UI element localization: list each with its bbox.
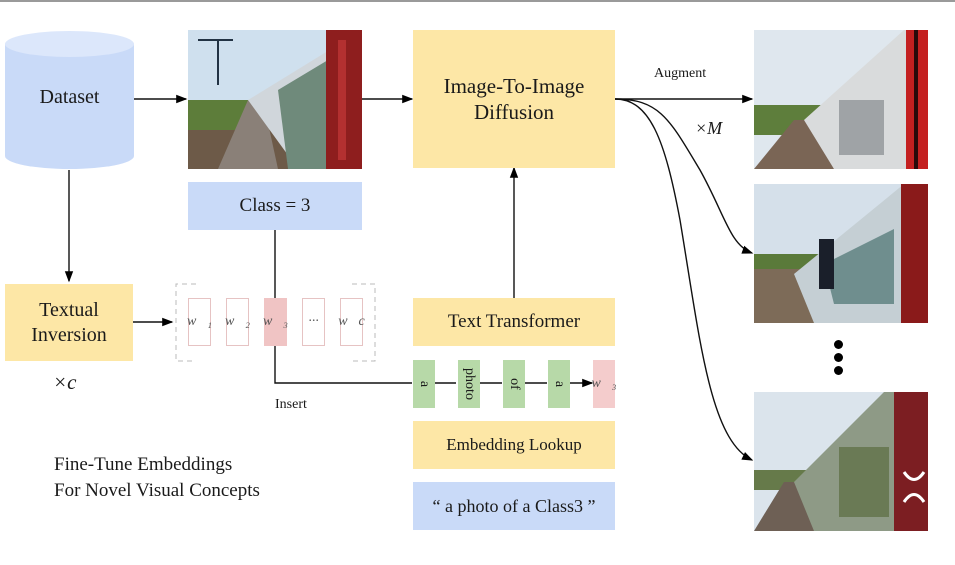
database-icon [5,31,134,170]
insert-label: Insert [275,397,307,412]
text-transformer-label: Text Transformer [447,311,581,333]
embedding-ellipsis: ··· [302,298,325,346]
augmented-image-1 [754,30,928,169]
input-train-image [188,30,362,169]
embedding-w2: w⃗₂ [224,298,251,346]
ellipsis-dot [834,366,843,375]
augment-label: Augment [654,66,707,81]
embedding-w3: w⃗₃ [262,298,289,346]
textual-inversion-box: Textual Inversion [5,284,133,361]
diffusion-box: Image-To-Image Diffusion [413,30,615,168]
dataset-label: Dataset [39,86,100,108]
train-photo [754,184,928,323]
ellipsis-dot [834,340,843,349]
embedding-lookup-box: Embedding Lookup [413,421,615,469]
embedding-lookup-label: Embedding Lookup [446,435,582,455]
augmented-image-2 [754,184,928,323]
line-w3-insert [274,346,412,384]
embedding-wc-label: w⃗c [338,314,365,329]
augment-multiplier: ×M [695,118,723,138]
embedding-wc: w⃗c [338,298,365,346]
embedding-w1: w⃗₁ [186,298,213,346]
augmented-image-m [754,392,928,531]
embedding-w1-label: w⃗₁ [186,314,213,329]
token-of-label: of [506,378,522,390]
text-transformer-box: Text Transformer [413,298,615,346]
token-photo: photo [458,360,480,408]
embedding-w3-label: w⃗₃ [262,314,289,329]
token-w3: w⃗₃ [591,360,617,408]
token-a-2: a [548,360,570,408]
train-photo [754,30,928,169]
textual-inversion-multiplier: ×c [53,370,77,394]
embedding-w2-label: w⃗₂ [224,314,251,329]
textual-inversion-line2: Inversion [31,323,107,346]
token-of: of [503,360,525,408]
arrow-augment-2 [614,98,754,254]
embedding-ellipsis-label: ··· [308,314,319,329]
token-a-1: a [413,360,435,408]
train-photo [188,30,362,169]
token-a-1-label: a [417,380,432,388]
dataset-cylinder: Dataset [5,30,134,170]
token-a-2-label: a [552,380,567,388]
embedding-bracket [175,283,376,362]
arrow-augment-m [614,98,754,461]
token-w3-label: w⃗₃ [591,376,617,391]
ellipsis-dot [834,353,843,362]
caption-line1: Fine-Tune Embeddings [54,454,233,475]
prompt-label: “ a photo of a Class3 ” [432,495,596,516]
class-label-box: Class = 3 [188,182,362,230]
prompt-box: “ a photo of a Class3 ” [413,482,615,530]
caption-line2: For Novel Visual Concepts [54,479,260,501]
token-photo-label: photo [462,368,478,400]
train-photo [754,392,928,531]
more-images-ellipsis [834,340,844,379]
diffusion-label-line2: Diffusion [473,100,555,124]
class-label: Class = 3 [239,195,311,217]
diffusion-label-line1: Image-To-Image [443,73,585,98]
top-rule [0,0,955,2]
textual-inversion-line1: Textual [39,298,99,321]
caption: Fine-Tune Embeddings For Novel Visual Co… [54,452,260,503]
